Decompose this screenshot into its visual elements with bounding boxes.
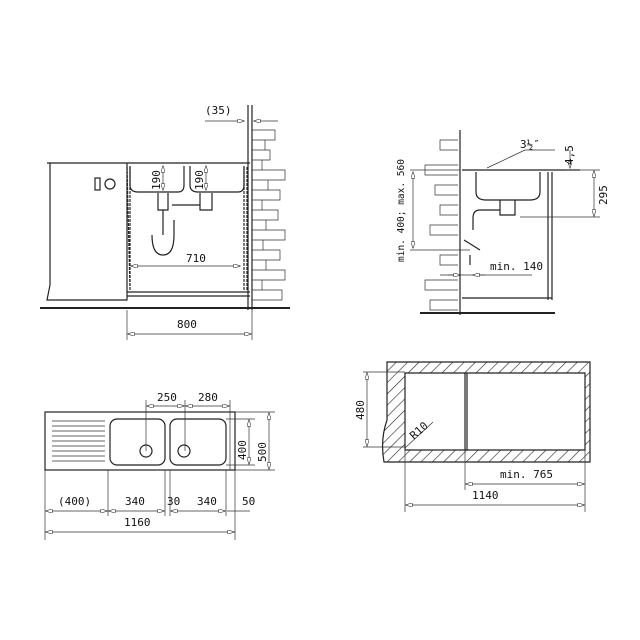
- dim-cabinet-width: 800: [177, 318, 197, 331]
- dim-inner-width: 710: [186, 252, 206, 265]
- countertop-cutout: [381, 361, 591, 463]
- dim-min-765: min. 765: [500, 468, 553, 481]
- dim-400-vertical: 400: [236, 440, 249, 460]
- top-view: 250 280 400 500 (400) 340 30 340 50 1160: [44, 391, 275, 540]
- dim-rim: 4,5: [563, 145, 576, 165]
- bowl-right: [189, 166, 245, 193]
- dim-bowl-depth-right: 190: [193, 170, 206, 190]
- brick-wall: [252, 129, 286, 301]
- dishwasher-cabinet: [46, 163, 128, 301]
- bowl-left: [129, 166, 185, 193]
- dim-wall-gap: (35): [205, 104, 232, 117]
- dim-drain-size: 3½″: [520, 138, 540, 151]
- drainer-grooves: [52, 420, 105, 462]
- cutout-view: 480 R10 min. 765 1140: [354, 361, 591, 512]
- bowl-left: [109, 418, 166, 466]
- dim-min-140: min. 140: [490, 260, 543, 273]
- control-dial-icon: [104, 178, 116, 190]
- control-knob: [94, 177, 101, 191]
- drain-pipe: [463, 200, 516, 265]
- dim-1140: 1140: [472, 489, 499, 502]
- dim-250: 250: [157, 391, 177, 404]
- side-view: 3½″ 4,5 295 min. 400; max. 560 min. 140: [396, 130, 610, 315]
- dim-bowl1: 340: [125, 495, 145, 508]
- dim-gap: 30: [167, 495, 180, 508]
- dim-total: 1160: [124, 516, 151, 529]
- dim-bowl-depth-left: 190: [150, 170, 163, 190]
- dim-500: 500: [256, 442, 269, 462]
- dim-480: 480: [354, 400, 367, 420]
- dim-50: 50: [242, 495, 255, 508]
- drain-right: [177, 444, 191, 458]
- bowl-right: [169, 418, 227, 466]
- sink-bowl-section: [475, 172, 541, 201]
- dim-drainer: (400): [58, 495, 91, 508]
- front-view: (35) 190 190 710 800: [40, 104, 290, 340]
- dim-bowl2: 340: [197, 495, 217, 508]
- dim-depth: 295: [597, 185, 610, 205]
- sink-outline: [44, 411, 236, 471]
- dim-radius: R10: [407, 419, 430, 442]
- dim-280: 280: [198, 391, 218, 404]
- dim-outlet-height: min. 400; max. 560: [396, 159, 407, 262]
- siphon-trap: [151, 193, 175, 256]
